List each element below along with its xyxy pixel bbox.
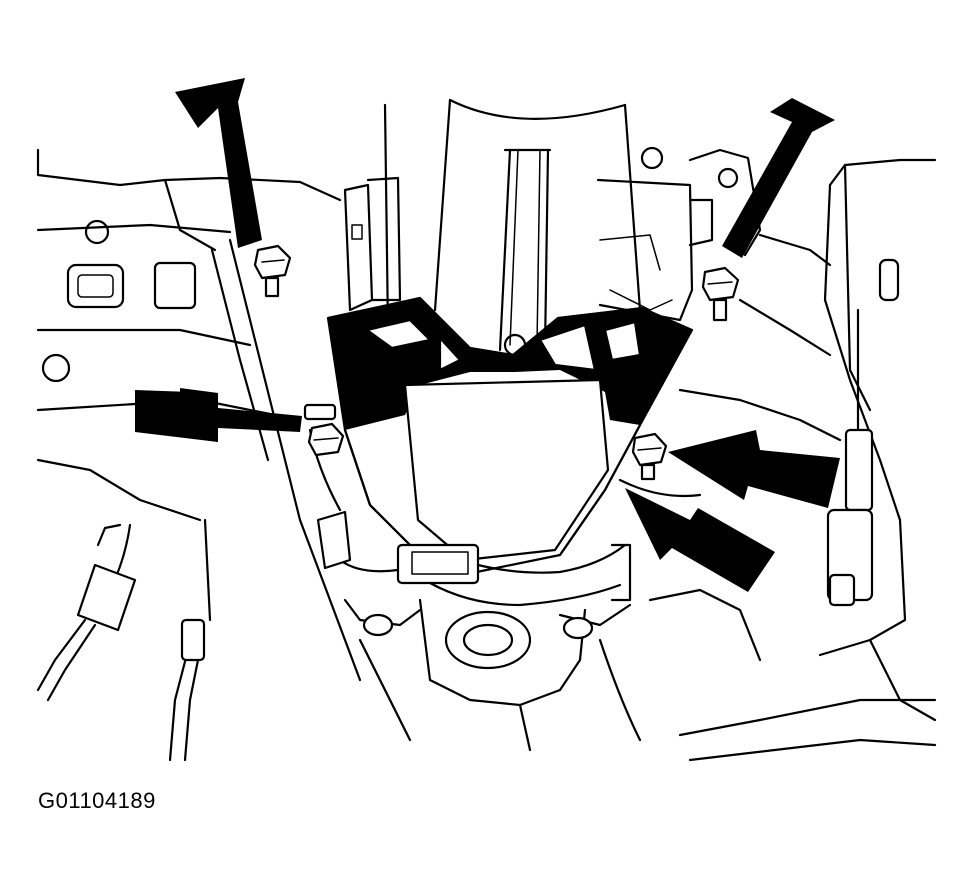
right-body-panel [640, 146, 937, 762]
callout-arrow-6 [625, 488, 775, 592]
callout-arrow-5 [668, 430, 840, 508]
fastener-mid-left [303, 403, 345, 457]
callout-arrow-2 [722, 98, 835, 258]
steering-column-mount-diagram [36, 78, 937, 762]
callout-arrow-1 [175, 78, 262, 248]
column-mount-bracket [326, 296, 694, 577]
column-side-brackets [343, 176, 714, 322]
callout-arrow-3 [135, 390, 302, 442]
figure-id-label: G01104189 [38, 788, 156, 813]
fastener-top-left [253, 244, 292, 298]
fastener-top-right [701, 266, 740, 322]
lower-column-joint [343, 598, 642, 752]
left-body-panel [36, 148, 362, 682]
callout-arrow-4 [180, 388, 218, 442]
right-cylinder [826, 308, 874, 607]
fastener-mid-right [631, 432, 668, 481]
steering-column-shaft [383, 98, 642, 357]
left-cables [36, 518, 212, 762]
wiring-harness [308, 428, 702, 607]
